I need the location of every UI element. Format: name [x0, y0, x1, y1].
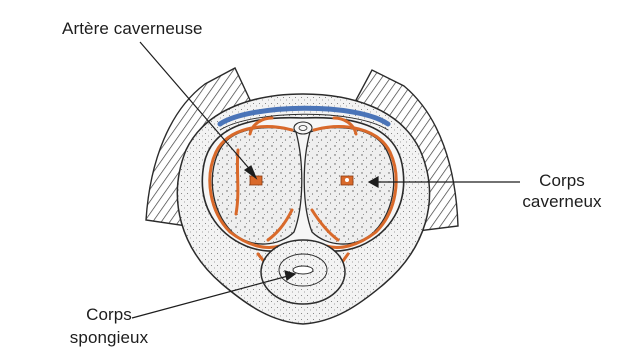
label-corps-spongieux-line1: Corps: [54, 304, 164, 325]
urethra: [293, 266, 313, 274]
label-corps-spongieux-line2: spongieux: [54, 327, 164, 348]
label-artere-caverneuse: Artère caverneuse: [62, 18, 203, 39]
label-corps-caverneux: Corps caverneux: [510, 170, 614, 212]
dorsal-structure: [294, 122, 312, 134]
label-corps-spongieux: Corps spongieux: [54, 304, 164, 348]
label-corps-caverneux-line2: caverneux: [510, 191, 614, 212]
artery-lumen: [345, 178, 349, 182]
label-corps-caverneux-line1: Corps: [510, 170, 614, 191]
